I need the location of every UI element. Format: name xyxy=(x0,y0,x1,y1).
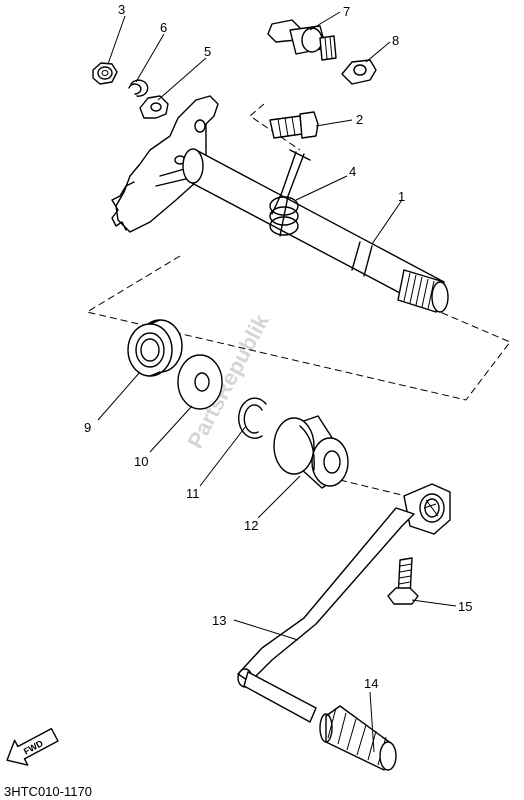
oil-seal-9 xyxy=(127,319,183,377)
callout-2: 2 xyxy=(356,112,363,127)
washer-10 xyxy=(177,354,223,410)
bolt-15 xyxy=(387,557,419,605)
callout-8: 8 xyxy=(392,33,399,48)
nut-3 xyxy=(92,62,118,85)
callout-labels: 3 6 5 7 8 2 4 1 9 10 11 12 13 14 15 xyxy=(84,2,472,691)
pedal-rubber-14 xyxy=(319,705,397,771)
callout-4: 4 xyxy=(349,164,356,179)
leader-lines xyxy=(97,11,457,753)
callout-5: 5 xyxy=(204,44,211,59)
circlip-6 xyxy=(128,79,149,97)
callout-3: 3 xyxy=(118,2,125,17)
lever-plate-5 xyxy=(139,95,169,119)
callout-15: 15 xyxy=(458,599,472,614)
callout-6: 6 xyxy=(160,20,167,35)
shift-shaft-1 xyxy=(111,95,449,313)
callout-14: 14 xyxy=(364,676,378,691)
spring-dashed-guide xyxy=(249,103,301,151)
callout-12: 12 xyxy=(244,518,258,533)
washer-plate-8 xyxy=(341,59,377,85)
diagram-code: 3HTC010-1170 xyxy=(4,784,92,799)
circlip-11 xyxy=(238,397,267,439)
callout-7: 7 xyxy=(343,4,350,19)
reference-outline xyxy=(85,255,511,401)
rubber-boot-12 xyxy=(273,415,349,489)
stopper-bolt-7 xyxy=(267,19,337,61)
callout-9: 9 xyxy=(84,420,91,435)
torsion-spring-4 xyxy=(269,149,311,237)
shift-pedal-13 xyxy=(237,483,451,723)
callout-1: 1 xyxy=(398,189,405,204)
fwd-arrow-badge: FWD xyxy=(6,727,59,766)
callout-13: 13 xyxy=(212,613,226,628)
callout-10: 10 xyxy=(134,454,148,469)
bolt-2 xyxy=(269,111,319,139)
callout-11: 11 xyxy=(186,486,200,501)
boot-dashed-guide xyxy=(339,479,407,497)
